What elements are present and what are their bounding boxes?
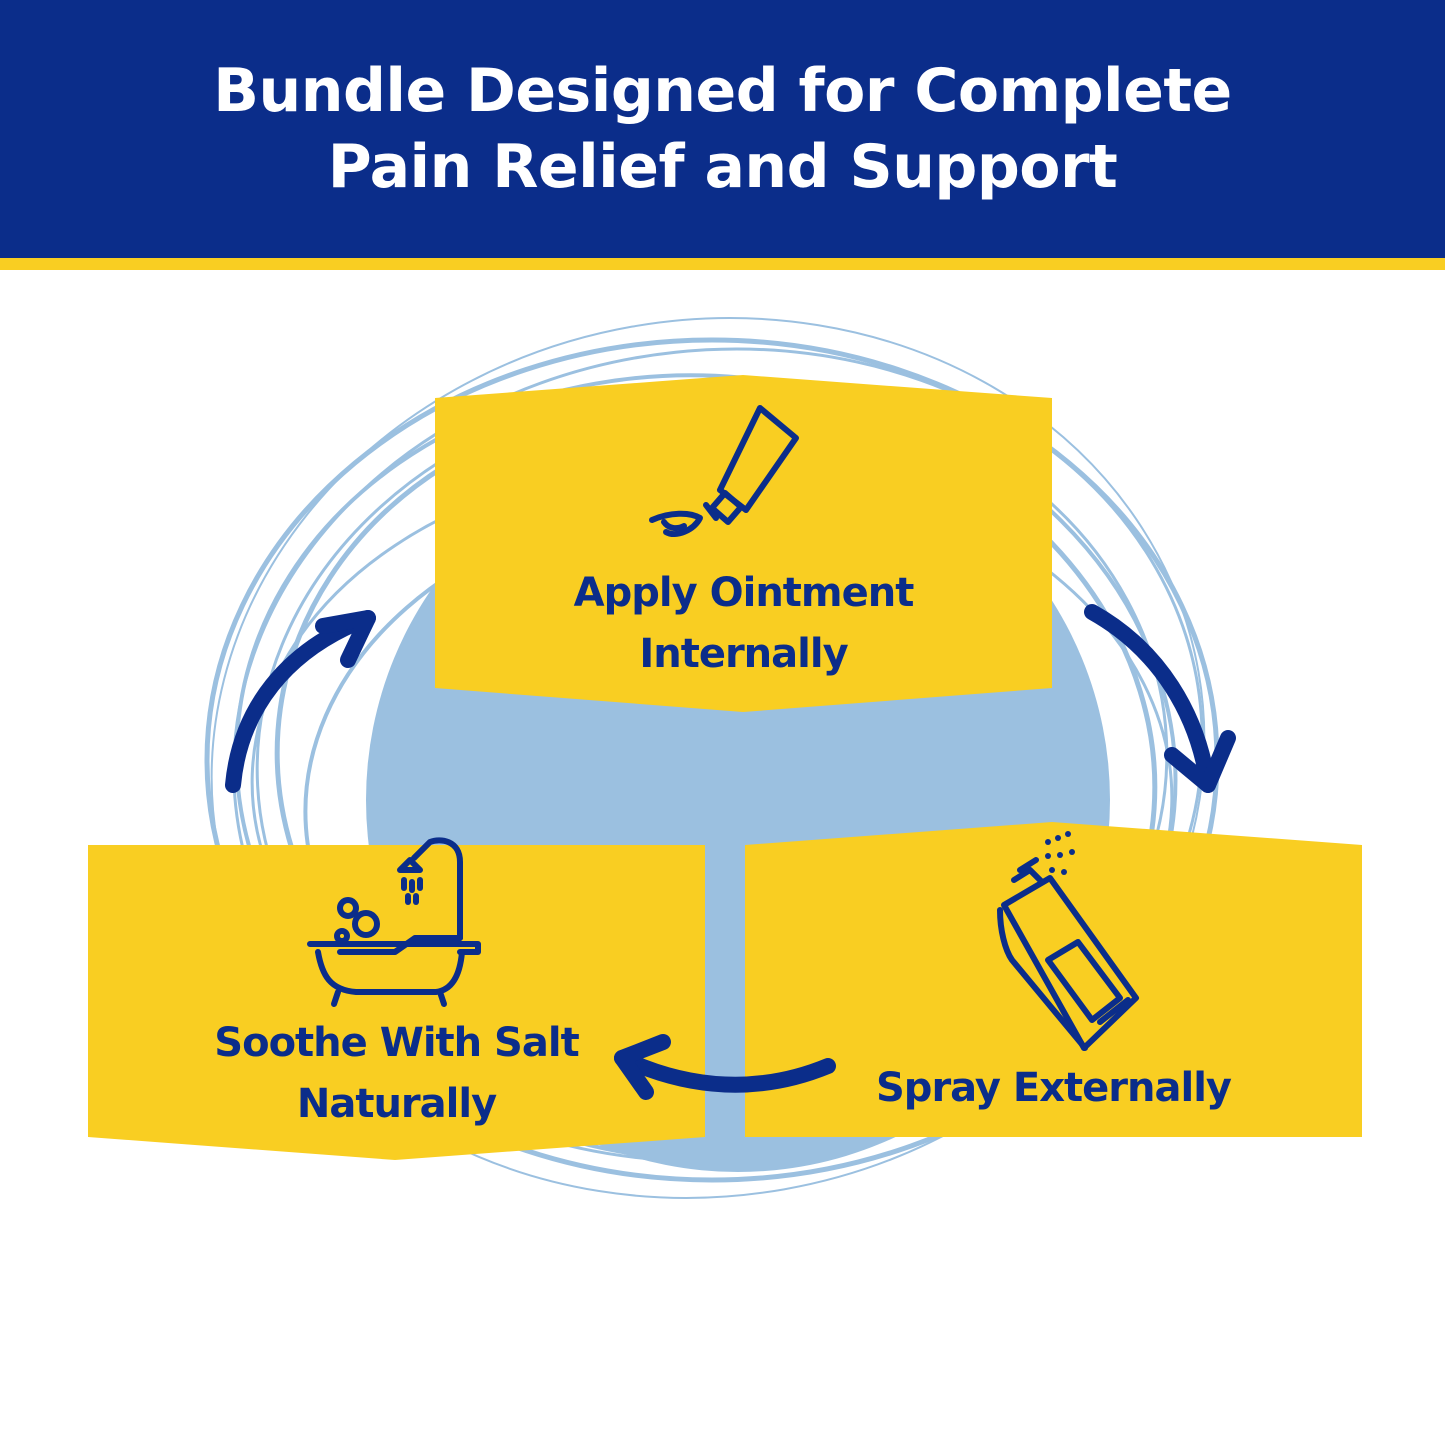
arrow-top-right	[1084, 604, 1216, 793]
arrow-bottom-head	[614, 1034, 671, 1100]
card-spray	[745, 822, 1362, 1137]
page-title-line-2: Pain Relief and Support	[327, 132, 1118, 202]
ointment-tube-icon	[649, 405, 799, 538]
step-bath-label: Soothe With Salt Naturally	[88, 1013, 705, 1135]
page-title-line-1: Bundle Designed for Complete	[213, 56, 1232, 126]
arrow-bottom	[614, 1050, 836, 1093]
header-banner: Bundle Designed for Complete Pain Relief…	[0, 0, 1445, 258]
page-title: Bundle Designed for Complete Pain Relief…	[213, 53, 1232, 205]
step-ointment-line-1: Apply Ointment	[573, 570, 915, 616]
step-bath-line-1: Soothe With Salt	[214, 1020, 579, 1066]
spray-mist-icon	[1045, 831, 1075, 875]
spray-can-icon	[997, 857, 1139, 1051]
step-ointment-line-2: Internally	[639, 631, 848, 677]
step-bath-line-2: Naturally	[296, 1081, 497, 1127]
step-ointment-label: Apply Ointment Internally	[435, 563, 1052, 685]
step-spray-line-1: Spray Externally	[876, 1065, 1232, 1111]
card-bath	[88, 845, 705, 1160]
step-spray-label: Spray Externally	[745, 1058, 1362, 1119]
arrow-left-head	[315, 610, 376, 668]
arrow-top-right-head	[1164, 730, 1236, 793]
cycle-arrows	[225, 604, 1236, 1100]
card-ointment	[435, 375, 1052, 712]
bathtub-shower-icon	[307, 837, 481, 1007]
header-accent-stripe	[0, 258, 1445, 270]
